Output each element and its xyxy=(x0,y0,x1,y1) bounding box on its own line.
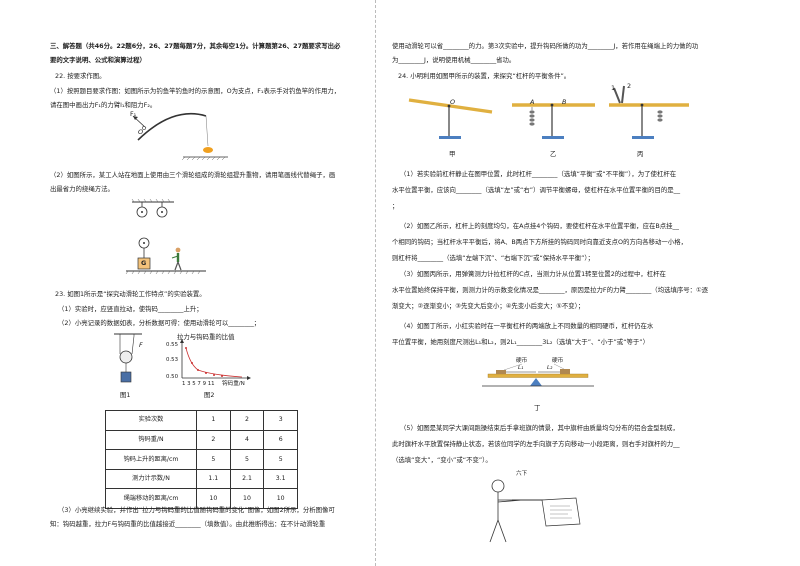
table-row: 钩码上升的距离/cm 5 5 5 xyxy=(105,449,298,470)
fig2-g-label: G xyxy=(141,259,147,267)
graph-ytick-3: 0.50 xyxy=(166,374,179,380)
table-row: 绳端移动的距离/cm 10 10 10 xyxy=(105,488,298,509)
graph-xlabel: 钩码重/N xyxy=(222,381,245,387)
q22-part1-line1: （1）按照题目要求作图：如图所示为钓鱼竿钓鱼时的示意图，O为支点，F₁表示手对钓… xyxy=(50,87,341,95)
fig-bing-pos1-label: 1 xyxy=(611,84,616,92)
section-heading-line1: 三、解答题（共46分。22题6分，26、27题每题7分，其余每空1分。计算题第2… xyxy=(50,42,341,50)
left-column: 三、解答题（共46分。22题6分，26、27题每题7分，其余每空1分。计算题第2… xyxy=(0,0,388,566)
table-cell: 2 xyxy=(196,429,231,451)
table-header-cell: 1 xyxy=(196,410,231,431)
table-cell: 1.1 xyxy=(196,468,231,490)
table-header-cell: 2 xyxy=(229,410,265,431)
force-label: F xyxy=(139,341,143,349)
q24-part4-line1: （4）如图丁所示，小红实验时在一平衡杠杆的两端放上不同数量的相同硬币，杠杆仍在水 xyxy=(400,322,654,330)
lever-figure-jia xyxy=(408,98,493,139)
l1-label: L₁ xyxy=(518,365,524,371)
moving-pulley-figure xyxy=(114,333,142,383)
q24-part5-line3: （选填“变大”，“变小”或“不变”）。 xyxy=(392,456,492,464)
table-cell: 3.1 xyxy=(263,468,298,490)
graph-title: 拉力与钩码重的比值 xyxy=(177,333,235,341)
table-cell: 钩码上升的距离/cm xyxy=(105,449,197,470)
q23-continued-line1: 使用动滑轮可以省________的力。第3次实验中，提升钩码所做的功为_____… xyxy=(392,42,699,50)
figure2-caption: 图2 xyxy=(204,391,215,399)
flag-text: 六下 xyxy=(516,471,528,477)
q23-line1: （1）实验时，应竖直拉动，使钩码________上升； xyxy=(58,305,203,313)
lever-figure-yi xyxy=(512,103,595,139)
table-cell: 5 xyxy=(229,449,265,470)
fig-jia-o-label: O xyxy=(450,98,456,106)
lever-figure-bing xyxy=(609,85,689,139)
table-header-cell: 3 xyxy=(263,410,298,431)
q24-part2-line2: 个相同的钩码；当杠杆水平平衡后，将A、B两点下方所挂的钩码同时向靠近支点O的方向… xyxy=(392,238,687,246)
fig-bing-pos2-label: 2 xyxy=(627,82,632,90)
q24-part1-line1: （1）若实验前杠杆静止在图甲位置，此时杠杆________（选填“平衡”或“不平… xyxy=(400,170,677,178)
fig1-f1-label: F₁ xyxy=(130,110,137,118)
table-row: 钩码重/N 2 4 6 xyxy=(105,429,298,451)
table-cell: 4 xyxy=(229,429,265,451)
graph-xticks: 1 3 5 7 9 11 xyxy=(182,381,215,387)
ratio-graph xyxy=(180,339,251,380)
q23-line2: （2）小亮记录的数据如表，分析数据可得：使用动滑轮可以________； xyxy=(58,319,261,327)
table-cell: 2.1 xyxy=(229,468,265,490)
table-cell: 5 xyxy=(263,449,298,470)
q24-title: 24. 小明利用如图甲所示的装置，来探究“杠杆的平衡条件”。 xyxy=(398,72,571,80)
fig-ding-caption: 丁 xyxy=(534,404,541,412)
fig-jia-caption: 甲 xyxy=(449,150,456,158)
q24-part3-line3: 渐变大；②逐渐变小；③先变大后变小；④先变小后变大；⑤不变）； xyxy=(392,302,585,310)
q24-part2-line3: 则杠杆将________（选填“左端下沉”、“右端下沉”或“保持水平平衡”）； xyxy=(392,254,594,262)
right-column: 使用动滑轮可以省________的力。第3次实验中，提升钩码所做的功为_____… xyxy=(392,0,800,566)
q23-continued-line2: 为________J，说明使用机械________省功。 xyxy=(392,56,516,64)
l2-label: L₂ xyxy=(547,365,553,371)
q24-part2-line1: （2）如图乙所示，杠杆上的刻度均匀，在A点挂4个钩码，要使杠杆在水平位置平衡，应… xyxy=(400,222,679,230)
table-cell: 5 xyxy=(196,449,231,470)
fishing-rod-figure xyxy=(132,112,228,161)
flag-student-figure xyxy=(489,479,581,543)
fig-yi-b-label: B xyxy=(562,98,567,106)
q23-line3-a: （3）小亮继续实验，并作出“拉力与钩码重的比值随钩码重的变化”图像，如图2所示，… xyxy=(58,506,335,514)
table-header-row: 实验次数 1 2 3 xyxy=(105,410,298,431)
q23-line3-b: 知：钩码越重，拉力F与钩码重的比值越接近________（填数值）。由此推断得出… xyxy=(50,520,326,528)
q24-part1-line2: 水平位置平衡，应该向________（选填“左”或“右”）调节平衡螺母，使杠杆在… xyxy=(392,186,681,194)
table-cell: 6 xyxy=(263,429,298,451)
q24-part5-line2: 此时旗杆水平放置保持静止状态，若该位同学的左手向旗子方向移动一小段距离，则右手对… xyxy=(392,440,680,448)
q24-part5-line1: （5）如图是某同学大课间跑操结束后手拿班旗的情景，其中旗杆由质量均匀分布的铝合金… xyxy=(400,424,679,432)
q24-part1-line3: ； xyxy=(392,202,399,210)
coin-right-label: 硬币 xyxy=(552,358,564,364)
table-header-cell: 实验次数 xyxy=(105,410,197,431)
table-cell: 绳端移动的距离/cm xyxy=(105,488,197,509)
fig1-o-label: O xyxy=(138,128,144,136)
q23-title: 23. 如图1所示是“探究动滑轮工作特点”的实验装置。 xyxy=(55,290,206,298)
coin-lever-figure xyxy=(482,363,594,387)
coin-left-label: 硬币 xyxy=(516,358,528,364)
q24-part4-line2: 平位置平衡，她用刻度尺测出L₁和L₂，则2L₁________3L₂（选填“大于… xyxy=(392,338,649,346)
section-heading-line2: 要的文字说明、公式和演算过程） xyxy=(50,56,146,64)
table-row: 测力计示数/N 1.1 2.1 3.1 xyxy=(105,468,298,490)
fig-yi-caption: 乙 xyxy=(550,150,557,158)
graph-ytick-1: 0.55 xyxy=(166,342,179,348)
fig-bing-caption: 丙 xyxy=(637,150,644,158)
q22-part1-line2: 请在图中画出力F₁的力臂l₁和阻力F₂。 xyxy=(50,101,157,109)
fig-yi-a-label: A xyxy=(530,98,535,106)
q24-part3-line2: 水平位置始终保持平衡，则测力计的示数变化情况是________，原因是拉力F的力… xyxy=(392,286,709,294)
pulley-system-figure xyxy=(125,198,206,275)
q22-part2-line2: 出最省力的绕绳方法。 xyxy=(50,185,114,193)
q22-title: 22. 按要求作图。 xyxy=(55,72,106,80)
figure1-caption: 图1 xyxy=(120,391,131,399)
q22-part2-line1: （2）如图所示，某工人站在地面上使用由三个滑轮组成的滑轮组提升重物，请用笔画线代… xyxy=(50,171,336,179)
graph-ytick-2: 0.53 xyxy=(166,357,179,363)
q24-part3-line1: （3）如图丙所示，用弹簧测力计拉杠杆的C点，当测力计从位置1转至位置2的过程中，… xyxy=(400,270,666,278)
fold-line xyxy=(375,0,376,566)
table-cell: 钩码重/N xyxy=(105,429,197,451)
experiment-table: 实验次数 1 2 3 钩码重/N 2 4 6 钩码上升的距离/cm 5 5 5 … xyxy=(105,410,298,509)
table-cell: 10 xyxy=(263,488,298,509)
table-cell: 测力计示数/N xyxy=(105,468,197,490)
